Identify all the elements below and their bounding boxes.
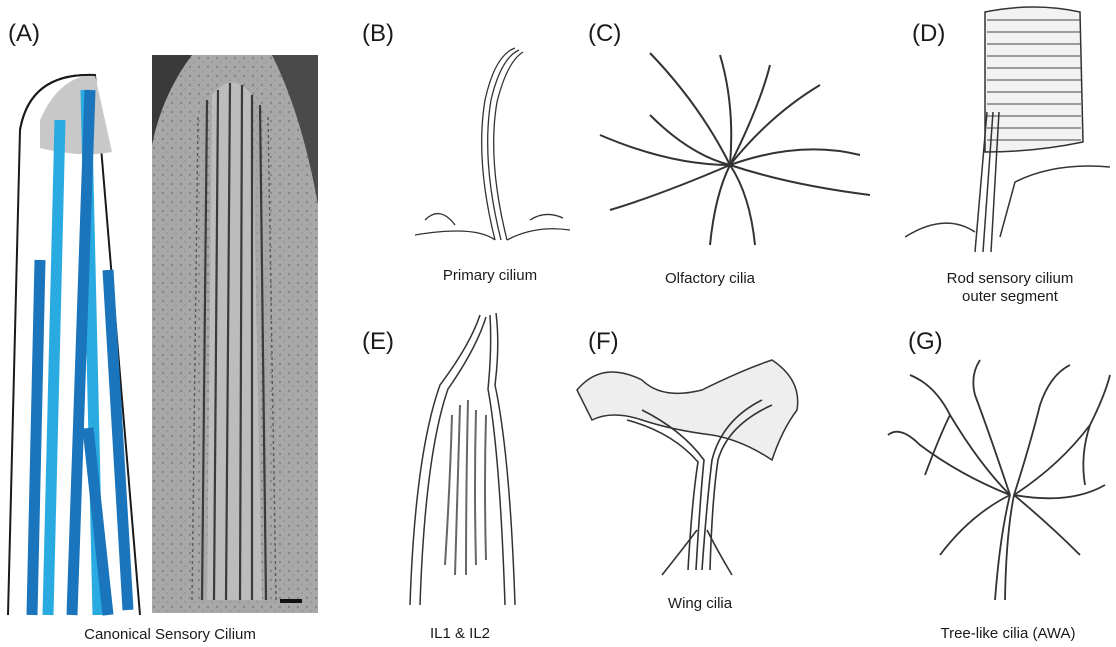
panel-a-caption: Canonical Sensory Cilium — [40, 626, 300, 644]
rod-outer-segment-sketch — [905, 2, 1110, 262]
canonical-cilium-schematic — [0, 70, 150, 620]
panel-b-caption: Primary cilium — [420, 267, 560, 285]
panel-e-letter: (E) — [362, 330, 394, 354]
panel-d-caption-line2: outer segment — [925, 288, 1095, 306]
electron-micrograph — [152, 55, 318, 613]
olfactory-cilia-sketch — [590, 45, 880, 255]
panel-f-caption: Wing cilia — [640, 595, 760, 613]
panel-d-caption-line1: Rod sensory cilium — [925, 270, 1095, 288]
primary-cilium-sketch — [415, 40, 575, 250]
il1-il2-sketch — [400, 305, 530, 610]
panel-b-letter: (B) — [362, 22, 394, 46]
panel-c-letter: (C) — [588, 22, 621, 46]
tree-like-cilia-sketch — [880, 355, 1116, 605]
panel-d-caption: Rod sensory cilium outer segment — [925, 270, 1095, 306]
panel-g-letter: (G) — [908, 330, 943, 354]
panel-a-letter: (A) — [8, 22, 40, 46]
panel-e-caption: IL1 & IL2 — [410, 625, 510, 643]
panel-c-caption: Olfactory cilia — [640, 270, 780, 288]
panel-g-caption: Tree-like cilia (AWA) — [918, 625, 1098, 643]
wing-cilia-sketch — [572, 350, 812, 580]
